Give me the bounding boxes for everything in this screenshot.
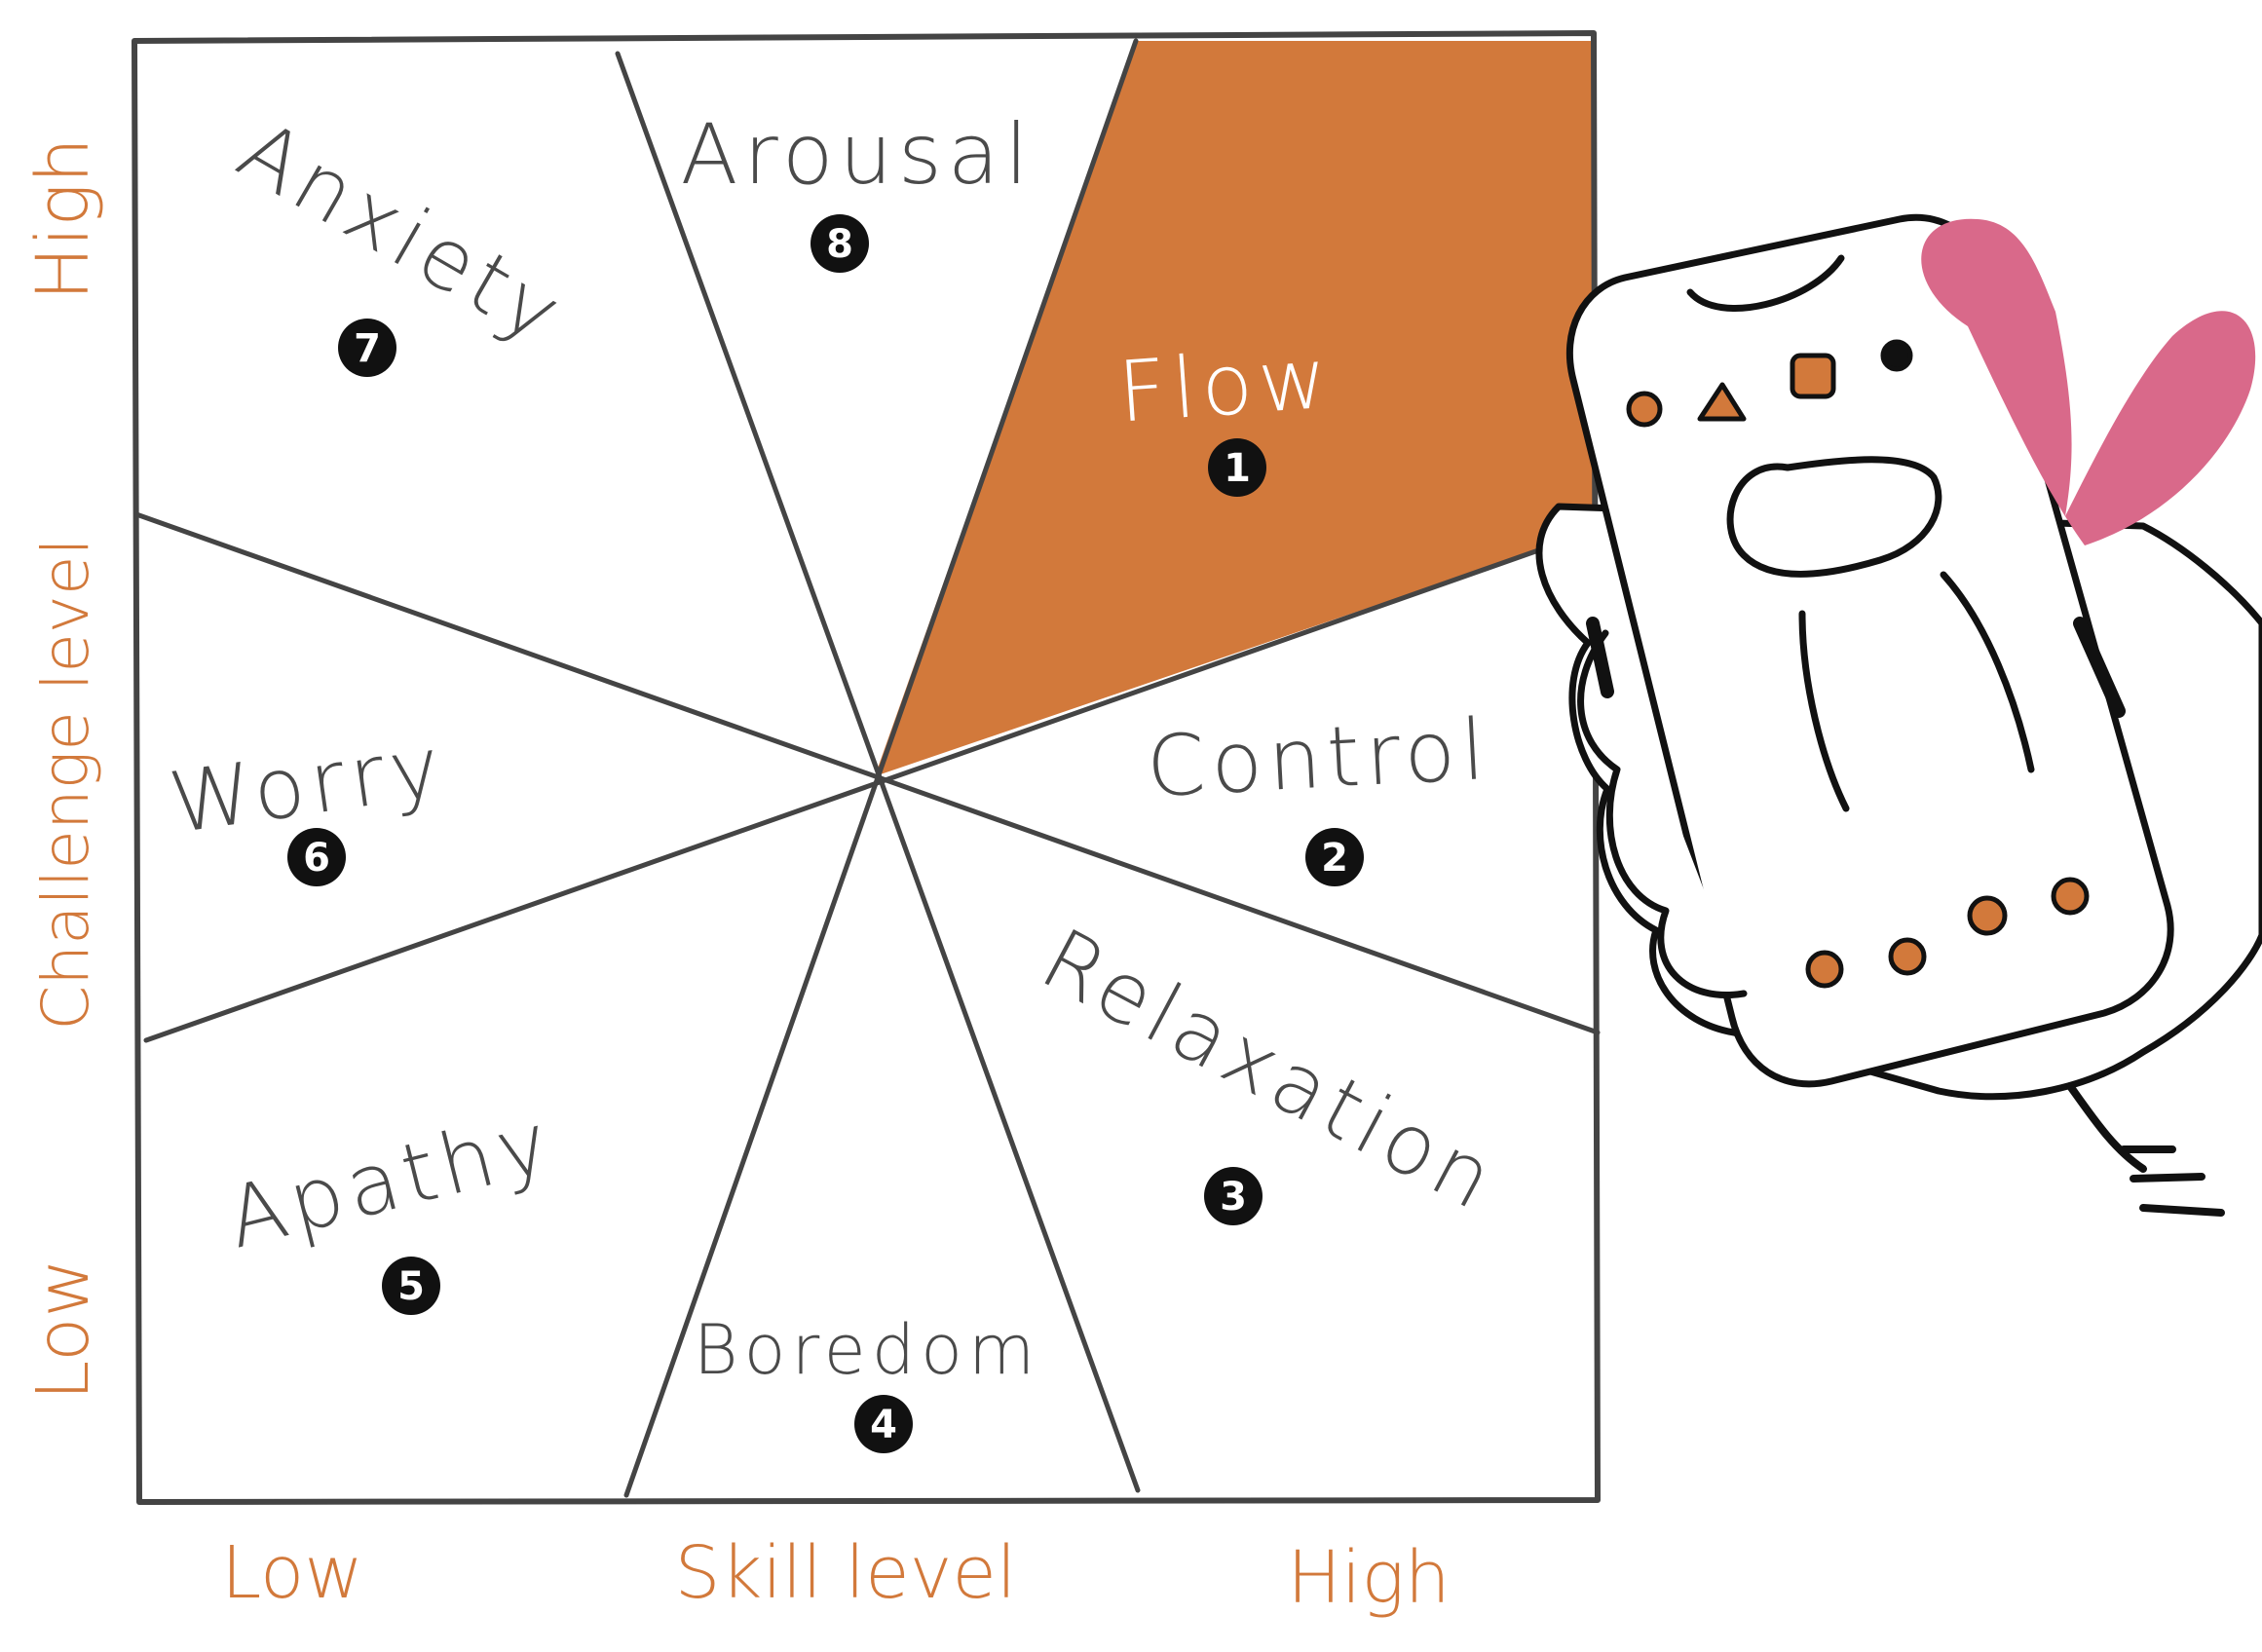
phone-edge-stripe <box>1586 617 2126 718</box>
phone-top-icons <box>1626 339 1913 428</box>
triangle-icon <box>1697 382 1747 422</box>
y-axis-high: High <box>21 137 105 301</box>
region-number-arousal: 8 <box>826 222 853 267</box>
region-label-control: Control <box>1145 701 1493 816</box>
heart-icon <box>1921 218 2256 545</box>
region-label-boredom: Boredom <box>694 1310 1040 1390</box>
region-label-relaxation: Relaxation <box>1026 911 1514 1231</box>
region-number-control: 2 <box>1321 836 1348 881</box>
region-flow: Flow 1 <box>1115 330 1337 497</box>
region-badge-control <box>1305 828 1364 886</box>
thumb <box>1726 456 1942 578</box>
y-axis-low: Low <box>21 1258 105 1401</box>
region-badge-worry <box>287 828 346 886</box>
divider-flow-control <box>143 528 1597 1043</box>
region-control: Control 2 <box>1145 701 1493 886</box>
thumb-crease-1 <box>1798 610 1850 812</box>
divider-worry-anxiety <box>133 511 1601 1035</box>
dot-icon <box>1880 339 1913 372</box>
x-axis-title: Skill level <box>675 1531 1017 1615</box>
square-icon <box>1790 353 1836 399</box>
region-label-flow: Flow <box>1115 330 1337 442</box>
region-relaxation: Relaxation 3 <box>1026 911 1514 1231</box>
region-anxiety: Anxiety 7 <box>222 102 582 377</box>
divider-arousal-flow <box>623 38 1139 1498</box>
x-axis-high: High <box>1287 1536 1451 1620</box>
flow-region-fill <box>875 41 1594 776</box>
region-number-flow: 1 <box>1224 446 1251 491</box>
sector-dividers <box>133 38 1601 1498</box>
x-axis-low: Low <box>221 1531 363 1615</box>
region-number-relaxation: 3 <box>1220 1175 1247 1220</box>
bottom-icon-3 <box>1967 895 2008 936</box>
region-badge-arousal <box>811 214 869 273</box>
finger-side <box>1577 629 1748 998</box>
region-number-anxiety: 7 <box>354 326 381 371</box>
bottom-icon-4 <box>2051 877 2090 916</box>
diagram-frame <box>132 30 1601 1505</box>
region-label-apathy: Apathy <box>217 1093 563 1268</box>
phone-notch <box>1686 254 1845 312</box>
region-label-anxiety: Anxiety <box>222 102 581 365</box>
thumb-crease-2 <box>1940 571 2035 773</box>
region-worry: Worry 6 <box>164 718 452 886</box>
region-boredom: Boredom 4 <box>694 1310 1040 1453</box>
region-apathy: Apathy 5 <box>217 1093 564 1315</box>
flower-icon <box>1626 391 1663 428</box>
region-badge-anxiety <box>338 319 396 377</box>
region-number-boredom: 4 <box>870 1403 897 1447</box>
phone-cable <box>2066 1082 2225 1217</box>
region-badge-relaxation <box>1204 1167 1263 1225</box>
region-badge-apathy <box>382 1257 440 1315</box>
region-number-apathy: 5 <box>397 1264 425 1309</box>
divider-anxiety-arousal <box>615 51 1141 1493</box>
bottom-icon-2 <box>1888 937 1927 976</box>
phone-bottom-icons <box>1805 877 2090 989</box>
region-badge-flow <box>1208 438 1266 497</box>
region-number-worry: 6 <box>303 836 330 881</box>
region-label-arousal: Arousal <box>681 106 1035 204</box>
bottom-icon-1 <box>1805 950 1844 989</box>
hand-phone-illustration <box>1535 213 2262 1217</box>
y-axis-title: Challenge level <box>28 538 103 1031</box>
region-badge-boredom <box>854 1395 913 1453</box>
region-arousal: Arousal 8 <box>681 106 1035 273</box>
